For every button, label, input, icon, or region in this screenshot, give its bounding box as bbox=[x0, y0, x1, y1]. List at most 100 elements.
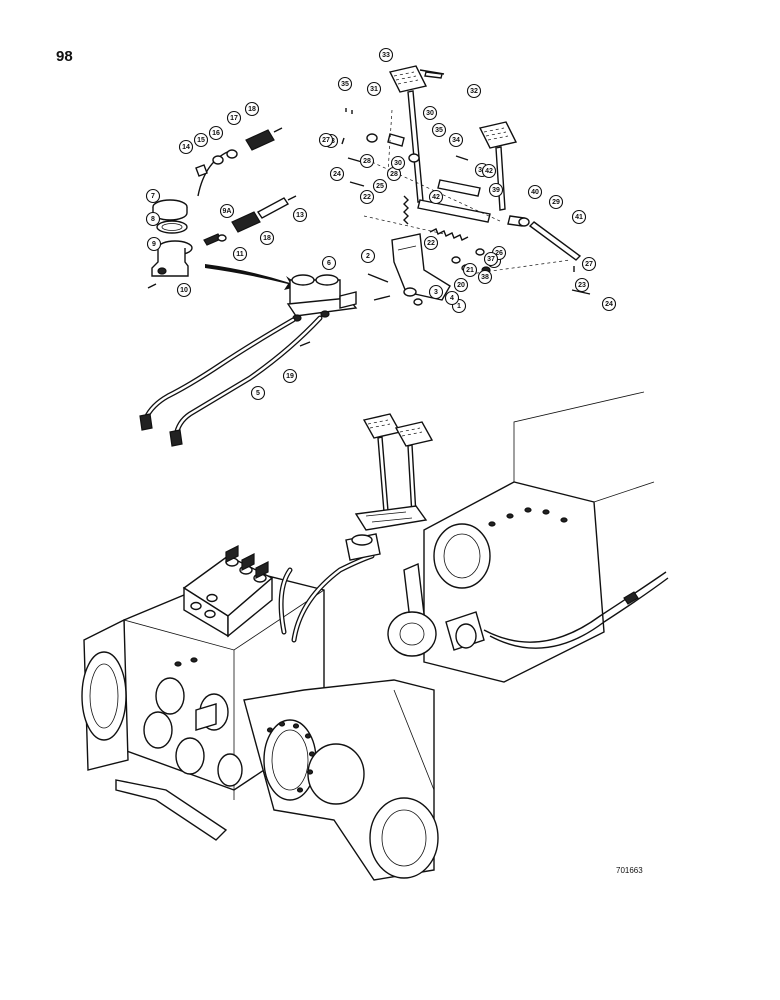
callout-17: 17 bbox=[226, 110, 242, 126]
callout-2: 2 bbox=[360, 248, 376, 264]
svg-text:40: 40 bbox=[531, 189, 539, 196]
control-valve bbox=[182, 545, 274, 638]
master-cylinder bbox=[286, 274, 358, 322]
axle-housing bbox=[243, 679, 439, 881]
svg-text:34: 34 bbox=[452, 137, 460, 144]
callout-28: 28 bbox=[386, 166, 402, 182]
svg-text:35: 35 bbox=[435, 127, 443, 134]
callout-37: 37 bbox=[483, 251, 499, 267]
callout-9: 9 bbox=[146, 236, 162, 252]
callout-35: 35 bbox=[431, 122, 447, 138]
drawing-code: 701663 bbox=[616, 866, 643, 875]
callout-34: 34 bbox=[448, 132, 464, 148]
svg-text:32: 32 bbox=[470, 88, 478, 95]
svg-text:31: 31 bbox=[370, 86, 378, 93]
svg-text:15: 15 bbox=[197, 137, 205, 144]
reservoir-gasket bbox=[156, 220, 188, 234]
svg-text:4: 4 bbox=[450, 295, 454, 302]
callout-15: 15 bbox=[193, 132, 209, 148]
svg-text:5: 5 bbox=[256, 390, 260, 397]
svg-text:13: 13 bbox=[296, 212, 304, 219]
callout-8: 8 bbox=[145, 211, 161, 227]
svg-text:8: 8 bbox=[151, 216, 155, 223]
svg-text:23: 23 bbox=[578, 282, 586, 289]
assembly-arrow bbox=[205, 264, 300, 290]
callout-6: 6 bbox=[321, 255, 337, 271]
svg-text:27: 27 bbox=[585, 261, 593, 268]
svg-text:42: 42 bbox=[432, 194, 440, 201]
svg-text:25: 25 bbox=[376, 183, 384, 190]
valve-assembly bbox=[203, 195, 297, 246]
callout-24: 24 bbox=[329, 166, 345, 182]
svg-text:18: 18 bbox=[248, 106, 256, 113]
callout-27: 27 bbox=[581, 256, 597, 272]
svg-text:26: 26 bbox=[495, 250, 503, 257]
cross-shaft bbox=[417, 199, 491, 223]
callout-4: 4 bbox=[444, 290, 460, 306]
callout-9a: 9A bbox=[219, 203, 235, 219]
callout-28: 28 bbox=[359, 153, 375, 169]
callout-33: 33 bbox=[378, 47, 394, 63]
lower-pedal-assembly bbox=[345, 413, 434, 561]
callout-13: 13 bbox=[292, 207, 308, 223]
callout-30: 30 bbox=[390, 155, 406, 171]
svg-text:24: 24 bbox=[333, 171, 341, 178]
svg-text:21: 21 bbox=[466, 267, 474, 274]
svg-text:41: 41 bbox=[575, 214, 583, 221]
callout-14: 14 bbox=[178, 139, 194, 155]
callout-5: 5 bbox=[250, 385, 266, 401]
callout-22: 22 bbox=[423, 235, 439, 251]
callout-21: 21 bbox=[462, 262, 478, 278]
svg-text:27: 27 bbox=[322, 137, 330, 144]
latch-spring bbox=[429, 228, 469, 241]
svg-text:28: 28 bbox=[390, 171, 398, 178]
callout-41: 41 bbox=[571, 209, 587, 225]
callout-layer: 1234567899A10111314151617181819202122222… bbox=[145, 47, 617, 401]
callout-30: 30 bbox=[422, 105, 438, 121]
svg-text:39: 39 bbox=[492, 187, 500, 194]
svg-text:17: 17 bbox=[230, 115, 238, 122]
svg-text:9: 9 bbox=[152, 241, 156, 248]
svg-text:22: 22 bbox=[363, 194, 371, 201]
svg-text:11: 11 bbox=[236, 251, 244, 258]
svg-text:10: 10 bbox=[180, 287, 188, 294]
callout-39: 39 bbox=[488, 182, 504, 198]
return-spring bbox=[403, 195, 409, 225]
svg-text:1: 1 bbox=[457, 303, 461, 310]
callout-24: 24 bbox=[601, 296, 617, 312]
svg-text:18: 18 bbox=[263, 235, 271, 242]
svg-text:22: 22 bbox=[427, 240, 435, 247]
svg-text:28: 28 bbox=[363, 158, 371, 165]
callout-38: 38 bbox=[477, 269, 493, 285]
reservoir-cap bbox=[152, 199, 188, 221]
callout-40: 40 bbox=[527, 184, 543, 200]
callout-23: 23 bbox=[574, 277, 590, 293]
callout-31: 31 bbox=[366, 81, 382, 97]
svg-text:24: 24 bbox=[605, 301, 613, 308]
svg-text:37: 37 bbox=[487, 256, 495, 263]
callout-25: 25 bbox=[372, 178, 388, 194]
svg-text:20: 20 bbox=[457, 282, 465, 289]
svg-text:7: 7 bbox=[151, 193, 155, 200]
svg-text:30: 30 bbox=[426, 110, 434, 117]
callout-3: 3 bbox=[428, 284, 444, 300]
svg-text:30: 30 bbox=[394, 160, 402, 167]
converter-housing bbox=[387, 391, 669, 683]
callout-11: 11 bbox=[232, 246, 248, 262]
page-number: 98 bbox=[56, 48, 73, 65]
fitting-parts bbox=[195, 127, 283, 177]
callout-42: 42 bbox=[428, 189, 444, 205]
svg-text:3: 3 bbox=[434, 289, 438, 296]
callout-18: 18 bbox=[244, 101, 260, 117]
svg-text:9A: 9A bbox=[223, 208, 232, 215]
svg-text:16: 16 bbox=[212, 130, 220, 137]
callout-18: 18 bbox=[259, 230, 275, 246]
callout-27: 27 bbox=[318, 132, 334, 148]
svg-text:19: 19 bbox=[286, 373, 294, 380]
svg-text:38: 38 bbox=[481, 274, 489, 281]
callout-20: 20 bbox=[453, 277, 469, 293]
small-screw bbox=[147, 283, 157, 289]
svg-text:42: 42 bbox=[485, 168, 493, 175]
svg-text:14: 14 bbox=[182, 144, 190, 151]
